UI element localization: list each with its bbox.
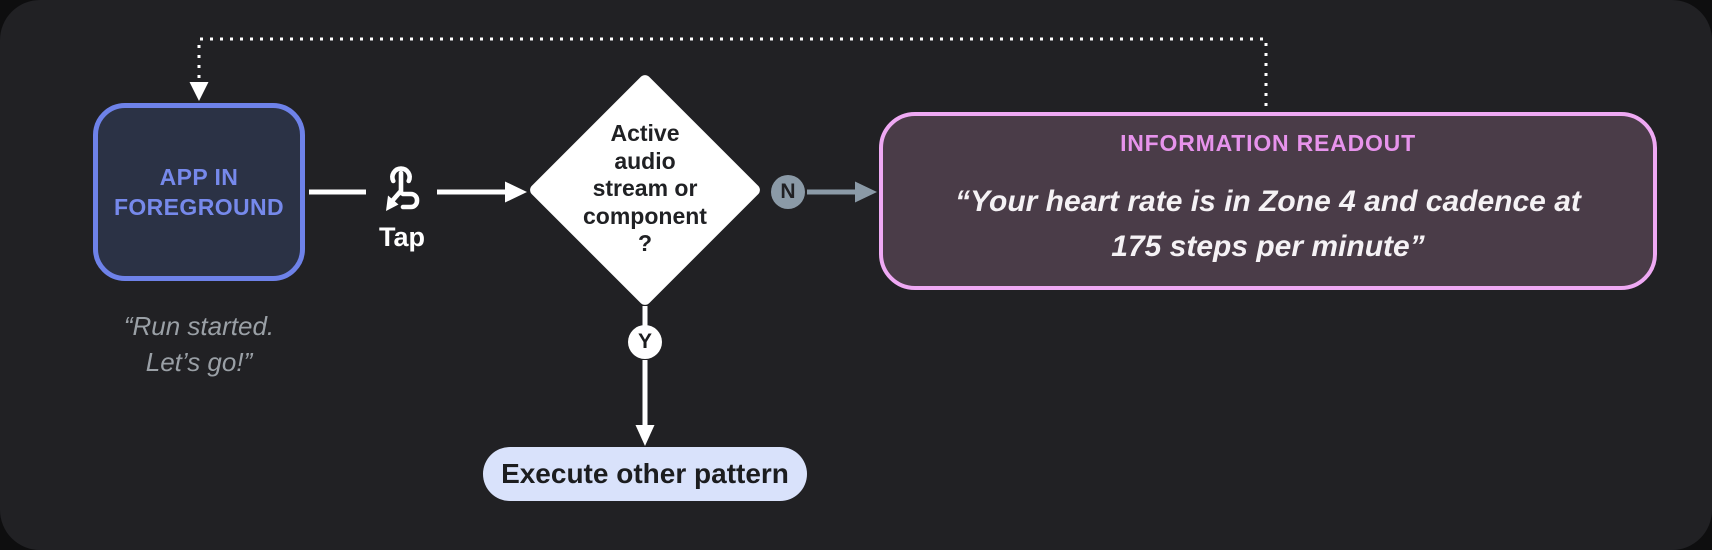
feedback-loop-line: [197, 37, 1268, 106]
information-readout-node: INFORMATION READOUT “Your heart rate is …: [879, 112, 1657, 290]
readout-title: INFORMATION READOUT: [1120, 130, 1416, 156]
arrow-tap-to-decision-head-icon: [505, 181, 527, 203]
readout-quote: “Your heart rate is in Zone 4 and cadenc…: [955, 185, 1581, 263]
branch-no-label: N: [780, 180, 796, 203]
run-started-caption: “Run started. Let’s go!”: [123, 311, 275, 378]
feedback-arrowhead-icon: [189, 82, 209, 101]
branch-yes-badge: Y: [628, 325, 662, 359]
decision-label: Active audio stream or component ?: [583, 120, 707, 257]
arrow-y-to-execute-head-icon: [635, 425, 655, 446]
branch-no-badge: N: [771, 175, 805, 209]
app-foreground-node: APP IN FOREGROUND: [93, 103, 305, 281]
tap-label: Tap: [379, 222, 425, 252]
branch-yes-label: Y: [637, 330, 652, 353]
app-foreground-label: APP IN FOREGROUND: [113, 163, 285, 220]
execute-pattern-label: Execute other pattern: [501, 458, 789, 489]
arrow-n-to-readout-head-icon: [855, 181, 877, 203]
tap-gesture-icon: [379, 166, 425, 216]
execute-pattern-pill: Execute other pattern: [483, 447, 807, 501]
